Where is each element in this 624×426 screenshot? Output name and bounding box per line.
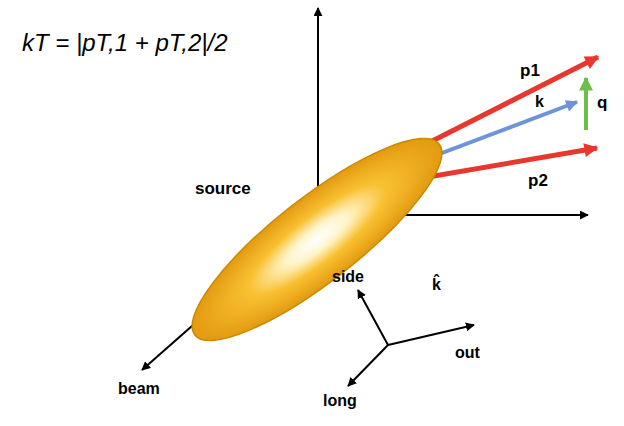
source-ellipse: source <box>160 130 470 345</box>
axis-label: side <box>332 268 364 286</box>
vector-label: q <box>597 94 607 113</box>
out-axis <box>388 325 474 345</box>
axis-label: out <box>455 344 480 362</box>
q-vector <box>584 78 588 130</box>
vector-label: p1 <box>520 62 540 81</box>
vertical-axis <box>317 8 319 215</box>
source-shape <box>160 130 470 345</box>
source-label: source <box>195 180 251 199</box>
source-ellipse-shape <box>169 130 465 345</box>
axis-label: beam <box>118 380 160 398</box>
vector-label: k <box>535 93 544 111</box>
axis-label: long <box>323 392 357 410</box>
formula: kT = |pT,1 + pT,2|/2 <box>22 30 228 56</box>
long-axis <box>348 345 388 386</box>
vector-label: p2 <box>528 172 548 191</box>
axis-label: k̂ <box>432 276 441 294</box>
side-axis <box>358 290 388 345</box>
